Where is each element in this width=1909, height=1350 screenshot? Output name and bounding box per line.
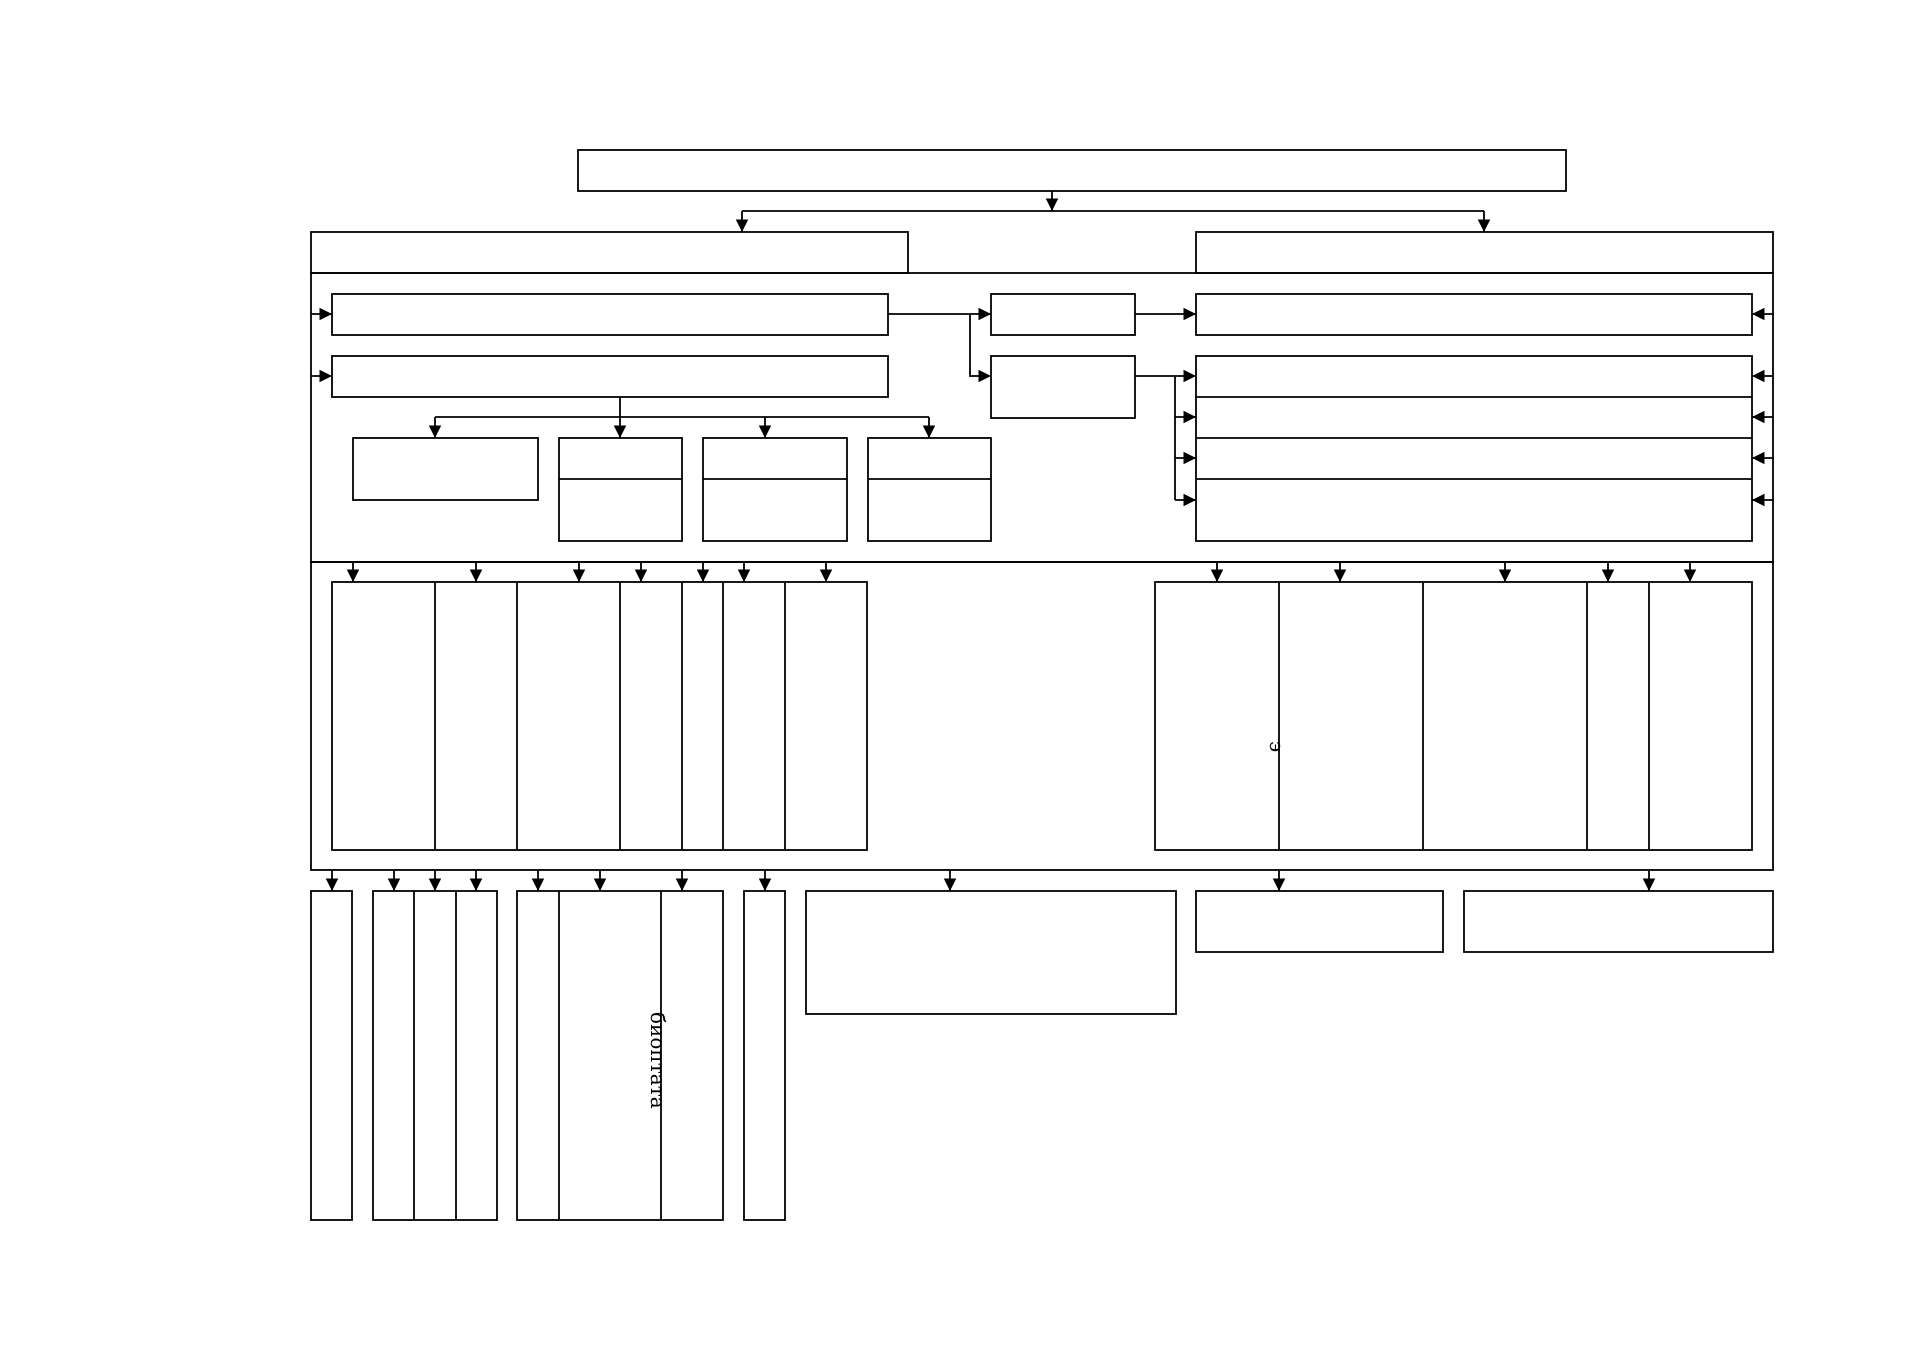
- top-root-box: [577, 149, 1567, 192]
- bottom-wide-box: [805, 890, 1177, 1015]
- right-row-1-box: [1195, 293, 1753, 336]
- conn-row1-branch-down: [969, 314, 991, 383]
- right-mid-row-fragment: э: [1265, 741, 1289, 752]
- lower-group-col3-text: биоптата: [646, 1012, 670, 1109]
- bottom-right-box-2: [1463, 890, 1774, 953]
- bottom-box-4: [743, 890, 786, 1221]
- bottom-box-1: [310, 890, 353, 1221]
- right-row-stack-box: [1195, 355, 1753, 542]
- right-column-group: [1154, 581, 1753, 851]
- sub-box-4: [867, 437, 992, 542]
- right-branch-header-box: [1195, 231, 1774, 274]
- sub-box-3: [702, 437, 848, 542]
- left-branch-header-box: [310, 231, 909, 274]
- bottom-group-3: [516, 890, 724, 1221]
- left-row-2-box: [331, 355, 889, 398]
- sub-box-2: [558, 437, 683, 542]
- left-column-group: [331, 581, 868, 851]
- lower-main-frame: [310, 561, 1774, 871]
- left-row-1-box: [331, 293, 889, 336]
- bottom-right-box-1: [1195, 890, 1444, 953]
- middle-box-1: [990, 293, 1136, 336]
- middle-box-2: [990, 355, 1136, 419]
- sub-box-1: [352, 437, 539, 501]
- bottom-group-2: [372, 890, 498, 1221]
